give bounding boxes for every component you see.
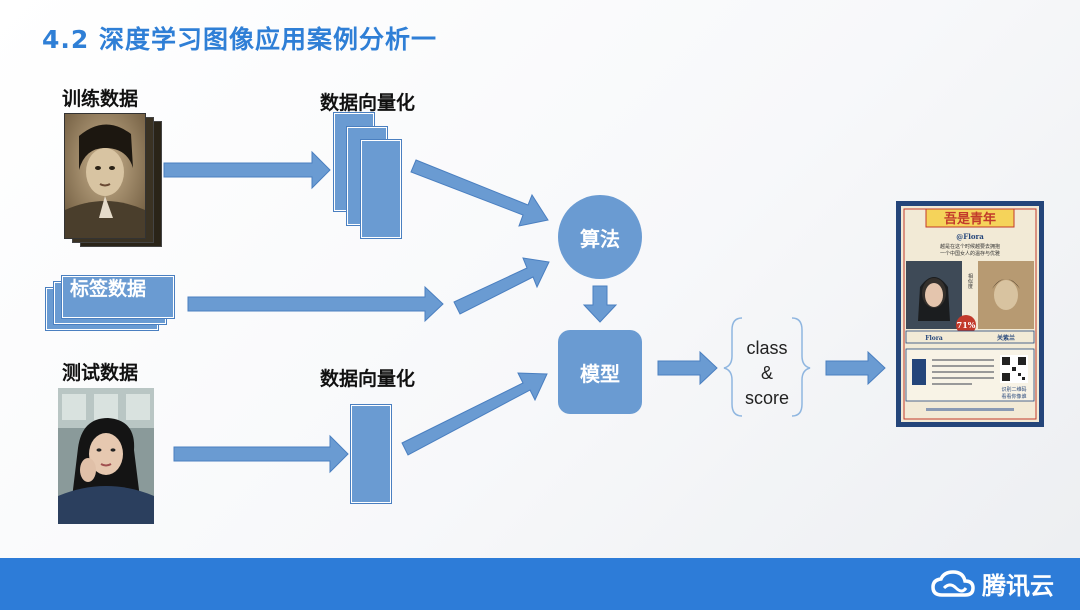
test-photo	[58, 388, 154, 524]
poster-sub1: 越是在这个时候越要去拥抱	[940, 243, 1000, 250]
arrow-model-to-output	[657, 350, 718, 386]
vectorize-label-top: 数据向量化	[320, 92, 416, 114]
result-poster: 吾是青年 @Flora 越是在这个时候越要去拥抱 一个中国女人的温存与优雅 相似…	[896, 201, 1044, 427]
brand-logo: 腾讯云	[930, 566, 1054, 601]
algorithm-node: 算法	[558, 195, 642, 279]
poster-footer2: 看看你像谁	[1001, 393, 1026, 400]
training-photo	[64, 113, 146, 239]
poster-title: 吾是青年	[944, 211, 996, 227]
brand-name: 腾讯云	[982, 572, 1054, 600]
train-data-label: 训练数据	[62, 88, 139, 110]
arrow-vector-to-model	[401, 372, 548, 456]
model-node: 模型	[558, 330, 642, 414]
output-ampersand: &	[760, 363, 773, 383]
poster-handle: @Flora	[956, 232, 984, 241]
poster-sub2: 一个中国女人的温存与优雅	[940, 250, 1000, 257]
output-score: score	[744, 388, 789, 408]
poster-name-left: Flora	[925, 335, 943, 342]
tag-card-front	[62, 276, 174, 318]
output-text: class & score	[737, 336, 797, 411]
output-braces	[723, 317, 811, 417]
test-data-label: 测试数据	[62, 362, 139, 384]
poster-name-right: 关紫兰	[997, 334, 1015, 342]
arrow-vector-to-algorithm	[410, 159, 549, 227]
arrow-train-to-vector	[163, 150, 331, 190]
arrow-algorithm-to-model	[582, 285, 618, 323]
footer-bar	[0, 558, 1080, 610]
poster-percent: 71%	[957, 320, 976, 330]
arrow-output-to-poster	[825, 350, 886, 386]
tag-data-label: 标签数据	[70, 278, 147, 300]
arrow-tag-to-merge	[187, 285, 444, 323]
vector-box-test	[351, 405, 391, 503]
vectorize-label-bottom: 数据向量化	[320, 368, 416, 390]
cloud-icon	[931, 569, 975, 597]
arrow-tag-to-algorithm	[453, 257, 550, 315]
vector-box-3	[361, 140, 401, 238]
arrow-test-to-vector	[173, 434, 349, 474]
poster-footer1: 识别二维码	[1001, 386, 1026, 393]
output-class: class	[746, 338, 788, 358]
slide-title: 4.2 深度学习图像应用案例分析一	[42, 25, 437, 54]
poster-similar: 相似度	[967, 273, 973, 290]
